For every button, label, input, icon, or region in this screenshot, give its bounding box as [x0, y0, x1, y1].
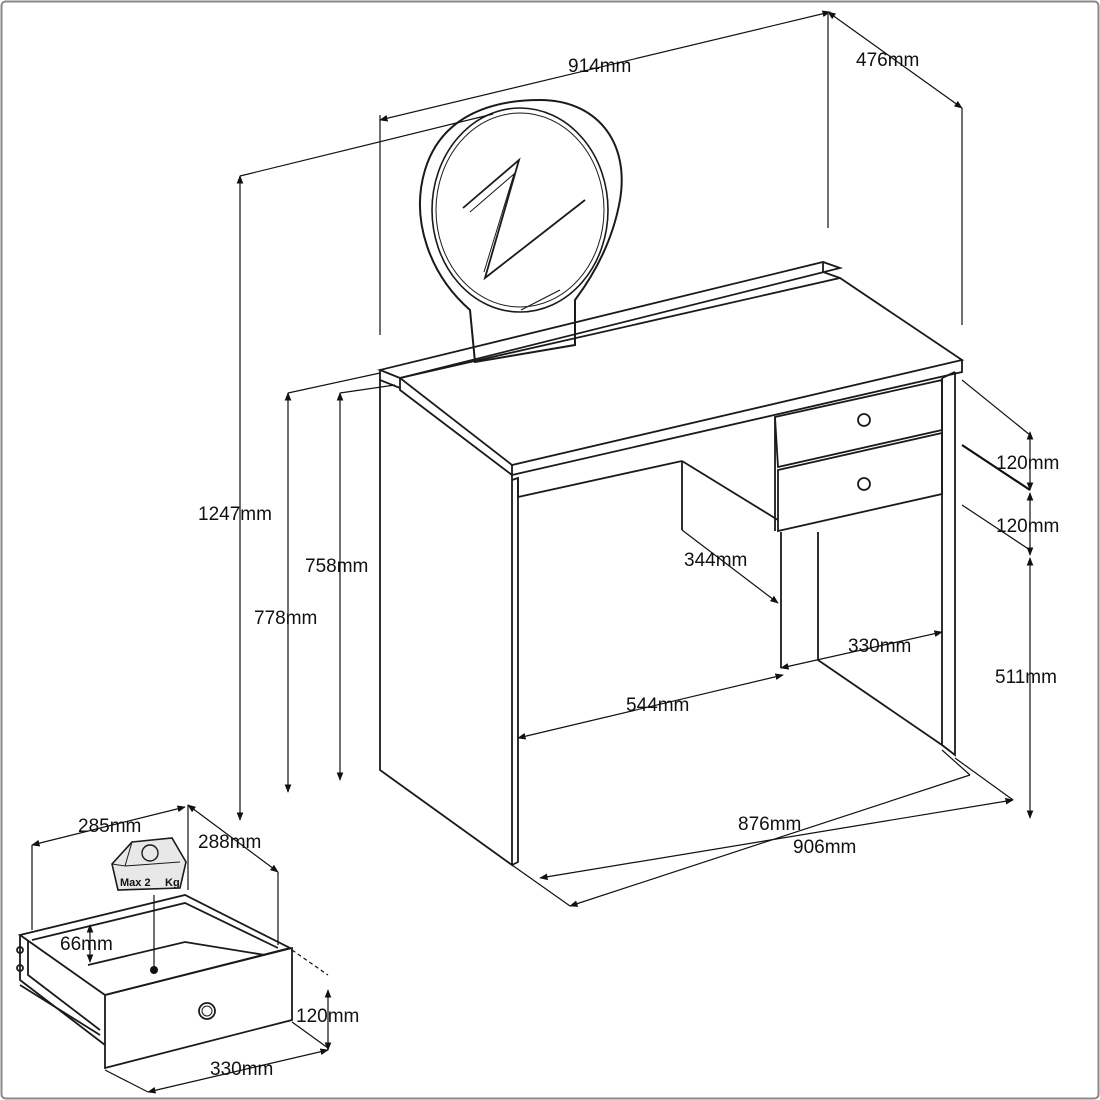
- label-under-drawer-height: 511mm: [995, 667, 1057, 688]
- mirror-glass: [431, 107, 609, 313]
- label-drawer-outer-depth: 288mm: [198, 832, 261, 853]
- drawer-detail-front: [104, 946, 293, 1070]
- weight-unit-label: Kg: [165, 877, 180, 889]
- weight-max-label: Max 2: [120, 877, 151, 889]
- label-width-top: 914mm: [568, 56, 631, 77]
- label-drawer-front-width: 330mm: [210, 1059, 273, 1080]
- dimension-labels: 914mm 476mm 1247mm 758mm 778mm 120mm 120…: [198, 50, 1059, 858]
- label-drawer-front-height: 120mm: [296, 1006, 359, 1027]
- mirror-frame: [419, 98, 623, 364]
- mirror-logo: [462, 157, 586, 281]
- drawer-detail-knob: [198, 1002, 216, 1020]
- right-panel: [941, 372, 956, 757]
- label-drawer-height-1: 120mm: [996, 453, 1059, 474]
- label-inner-width: 876mm: [738, 814, 801, 835]
- mirror: [419, 98, 623, 364]
- label-desk-height-front: 778mm: [254, 608, 317, 629]
- label-total-height: 1247mm: [198, 504, 272, 525]
- drawer-1-knob: [857, 413, 871, 427]
- label-depth-top: 476mm: [856, 50, 919, 71]
- label-drawer-outer-width: 285mm: [78, 816, 141, 837]
- weight-icon: Max 2 Kg: [111, 837, 187, 891]
- dimension-lines: [236, 10, 1034, 907]
- weight-pin: [150, 966, 158, 974]
- label-outer-width: 906mm: [793, 837, 856, 858]
- label-drawer-width: 330mm: [848, 636, 911, 657]
- label-desk-height-back: 758mm: [305, 556, 368, 577]
- drawer-detail: [16, 894, 293, 1070]
- label-knee-width: 544mm: [626, 695, 689, 716]
- drawer-detail-labels: 285mm 288mm 66mm 120mm 330mm: [60, 816, 359, 1080]
- label-drawer-inner-height: 66mm: [60, 934, 113, 955]
- label-drawer-height-2: 120mm: [996, 516, 1059, 537]
- desk: [377, 261, 965, 867]
- left-panel: [379, 380, 513, 867]
- drawer-2-knob: [857, 477, 871, 491]
- drawer-detail-dimensions: [31, 804, 332, 1094]
- label-drawer-depth: 344mm: [684, 550, 747, 571]
